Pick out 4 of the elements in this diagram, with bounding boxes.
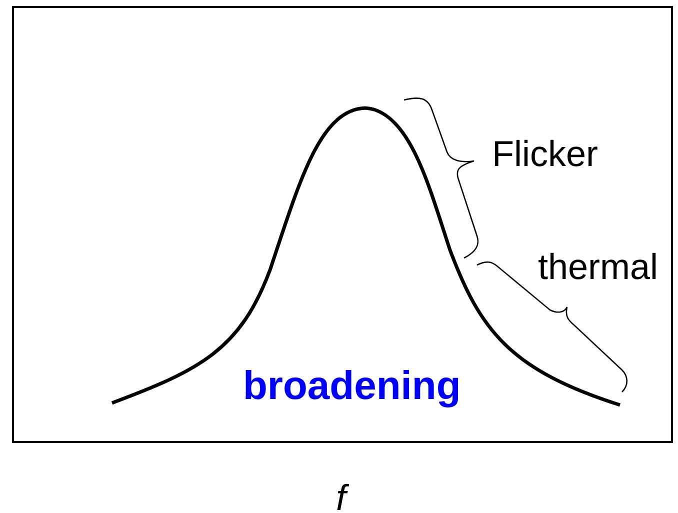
axis-label: f (336, 480, 346, 513)
broadening-label: broadening (243, 366, 461, 406)
noise-label: thermal (538, 249, 658, 285)
noise-label: Flicker (492, 136, 598, 172)
